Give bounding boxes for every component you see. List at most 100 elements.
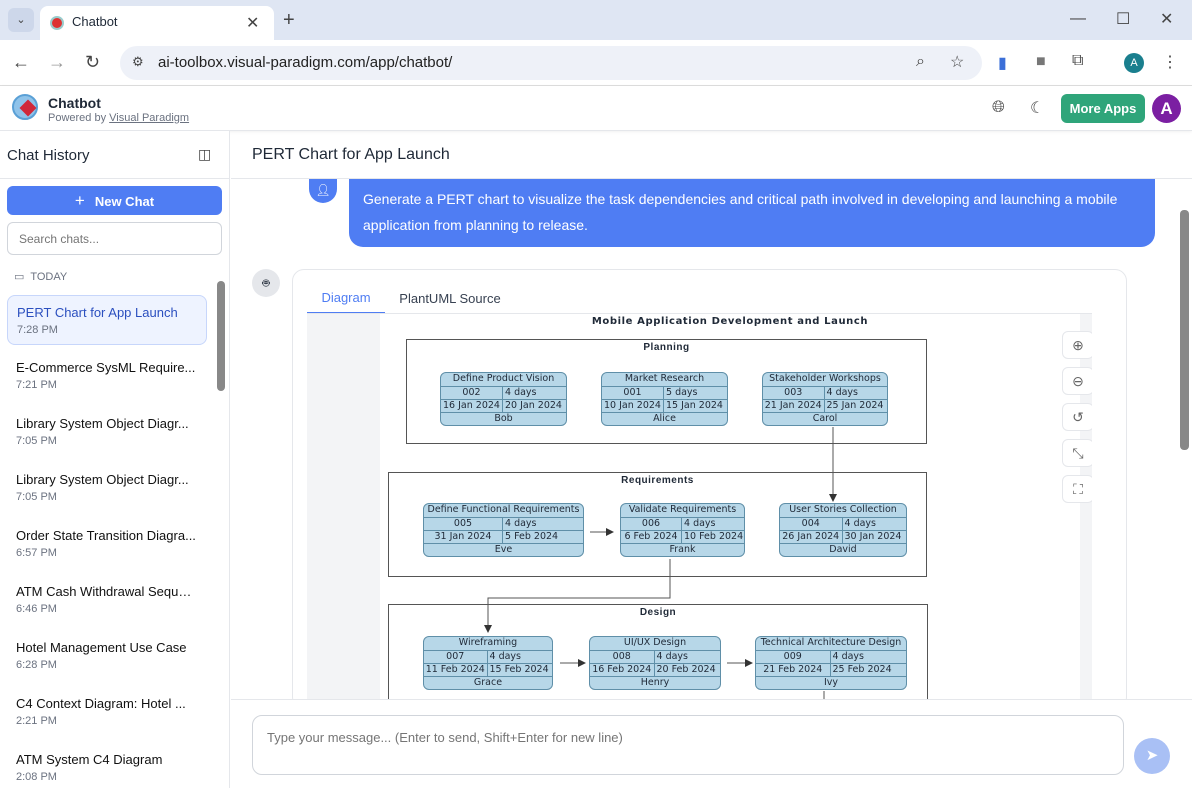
url-text: ai-toolbox.visual-paradigm.com/app/chatb… [158, 54, 453, 71]
chat-history-item[interactable]: Library System Object Diagr... 7:05 PM [7, 463, 207, 513]
url-field[interactable]: ⚙ ai-toolbox.visual-paradigm.com/app/cha… [120, 46, 982, 80]
task-owner: Henry [640, 677, 670, 688]
diagram-canvas[interactable]: Mobile Application Development and Launc… [307, 313, 1092, 699]
arrow-006-007 [484, 559, 671, 633]
dark-mode-moon-icon[interactable]: ☾ [1030, 100, 1045, 117]
close-tab-icon[interactable]: ✕ [246, 15, 260, 32]
task-name: Wireframing [458, 637, 518, 648]
chat-history-item[interactable]: C4 Context Diagram: Hotel ...2:21 PM [7, 687, 207, 737]
more-apps-button[interactable]: More Apps [1061, 94, 1145, 123]
group-label: Planning [643, 342, 690, 353]
chat-history-title: Library System Object Diagr... [16, 472, 189, 487]
task-end: 25 Feb 2024 [829, 664, 907, 676]
address-bar-row: ← → ↻ ⚙ ai-toolbox.visual-paradigm.com/a… [0, 40, 1192, 86]
extension-icon[interactable]: ▮ [998, 55, 1007, 72]
close-window-button[interactable]: ✕ [1160, 11, 1174, 28]
chat-history-time: 6:46 PM [16, 603, 57, 615]
browser-tab[interactable]: Chatbot ✕ [40, 6, 274, 40]
sidebar-scrollbar[interactable] [217, 281, 225, 391]
app-title: Chatbot [48, 95, 101, 111]
group-design: Design [388, 604, 928, 699]
tab-diagram[interactable]: Diagram [307, 286, 385, 314]
chat-history-title: Chat History [7, 147, 90, 164]
fullscreen-button[interactable]: ⛶ [1062, 475, 1092, 503]
send-button[interactable]: ➤ [1134, 738, 1170, 774]
task-name: Define Product Vision [452, 373, 555, 384]
chat-history-time: 6:28 PM [16, 659, 57, 671]
tab-plantuml-source[interactable]: PlantUML Source [399, 291, 501, 306]
extension-icon[interactable]: ■ [1036, 53, 1046, 70]
task-end: 15 Feb 2024 [486, 664, 553, 676]
zoom-in-button[interactable]: ⊕ [1062, 331, 1092, 359]
task-id: 006 [641, 518, 661, 529]
task-start: 16 Jan 2024 [443, 400, 500, 411]
tab-list-button[interactable]: ⌄ [8, 8, 34, 32]
chat-history-item[interactable]: Library System Object Diagr...7:05 PM [7, 407, 207, 457]
task-start: 26 Jan 2024 [782, 531, 840, 542]
chat-history-time: 7:05 PM [16, 491, 57, 503]
chat-history-item[interactable]: E-Commerce SysML Require...7:21 PM [7, 351, 207, 401]
message-input[interactable] [252, 715, 1124, 775]
search-chats-input[interactable] [7, 222, 222, 255]
task-end: 15 Jan 2024 [663, 400, 727, 412]
new-tab-button[interactable]: + [283, 9, 295, 31]
task-name: Market Research [624, 373, 705, 384]
bookmark-star-icon[interactable]: ☆ [950, 54, 965, 71]
browser-tab-bar: ⌄ Chatbot ✕ + — ☐ ✕ [0, 0, 1192, 40]
chat-history-title: Hotel Management Use Case [16, 640, 187, 655]
logo-icon [12, 94, 38, 120]
task-owner: Alice [653, 413, 676, 424]
site-info-icon[interactable]: ⚙ [132, 54, 144, 69]
task-duration: 4 days [681, 518, 744, 530]
chat-history-item[interactable]: Order State Transition Diagra...6:57 PM [7, 519, 207, 569]
task-name: Define Functional Requirements [427, 504, 580, 515]
plus-icon: + [74, 191, 85, 210]
user-avatar[interactable]: A [1152, 94, 1181, 123]
forward-icon[interactable]: → [48, 52, 66, 72]
group-label: Requirements [621, 475, 694, 486]
task-name: UI/UX Design [623, 637, 687, 648]
chat-history-time: 2:21 PM [16, 715, 57, 727]
group-requirements: Requirements [388, 472, 927, 577]
zoom-out-button[interactable]: ⊖ [1062, 367, 1092, 395]
new-chat-button[interactable]: +New Chat [7, 186, 222, 215]
profile-avatar[interactable]: A [1124, 53, 1144, 73]
chat-history-title: Order State Transition Diagra... [16, 528, 196, 543]
task-end: 30 Jan 2024 [841, 531, 907, 543]
bot-avatar-icon: 🤖︎ [252, 269, 280, 297]
toggle-sidebar-icon[interactable]: ◫ [198, 146, 212, 162]
task-end: 10 Feb 2024 [681, 531, 744, 543]
visual-paradigm-link[interactable]: Visual Paradigm [109, 112, 190, 124]
task-id: 003 [784, 387, 803, 398]
chat-history-item[interactable]: Hotel Management Use Case 6:28 PM [7, 631, 207, 681]
reset-view-button[interactable]: ↺ [1062, 403, 1092, 431]
user-avatar-icon: 👤︎ [309, 179, 337, 203]
minimize-button[interactable]: — [1070, 10, 1086, 27]
browser-menu-icon[interactable]: ⋮ [1162, 54, 1178, 71]
language-globe-icon[interactable]: 🌐︎ [992, 99, 1005, 116]
chat-history-item[interactable]: ATM Cash Withdrawal Seque... 6:46 PM [7, 575, 207, 625]
calendar-icon: ▭ [14, 271, 25, 283]
reload-icon[interactable]: ↻ [85, 52, 101, 72]
powered-by-text: Powered by [48, 112, 110, 124]
fit-to-screen-button[interactable]: ⤡ [1062, 439, 1092, 467]
chat-history-title: ATM Cash Withdrawal Seque... [16, 584, 196, 599]
maximize-button[interactable]: ☐ [1116, 11, 1131, 28]
task-name: Stakeholder Workshops [769, 373, 881, 384]
back-icon[interactable]: ← [12, 52, 30, 72]
chat-scrollbar[interactable] [1179, 182, 1191, 696]
extensions-puzzle-icon[interactable]: ⧉ [1072, 52, 1084, 69]
chat-history-title: PERT Chart for App Launch [17, 305, 178, 320]
zoom-icon[interactable]: ⌕ [916, 53, 925, 70]
